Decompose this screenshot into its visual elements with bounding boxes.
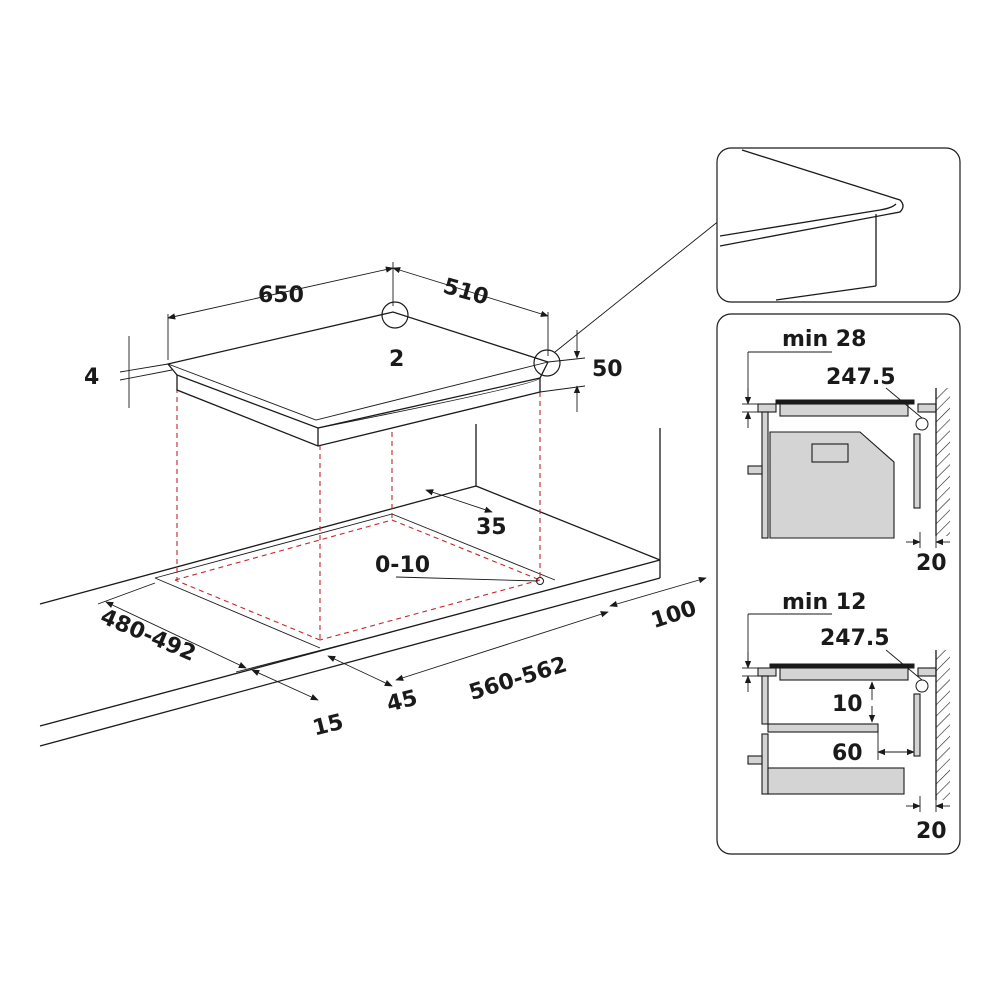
dim-glass-thickness: 4 [84, 365, 99, 390]
dim-cutout-width: 560-562 [466, 652, 570, 705]
section-drawer-below: min 12 247.5 10 60 20 [742, 590, 950, 844]
dim-hob-height: 50 [592, 357, 623, 382]
section-details-panel: min 28 247.5 20 [716, 313, 961, 855]
section-oven-below: min 28 247.5 20 [742, 327, 950, 576]
detail-leader [554, 219, 721, 353]
dimension-lines [97, 262, 707, 701]
dim-corner-radius: 2 [389, 347, 404, 372]
edge-detail-circle [533, 349, 561, 377]
projection-guides [176, 388, 541, 640]
dim-side-margin: 100 [648, 596, 699, 634]
section2-clearance-label: 60 [832, 741, 863, 766]
section2-min-label: min 12 [782, 590, 866, 615]
section1-wall-label: 20 [916, 551, 947, 576]
section2-gap-label: 10 [832, 692, 863, 717]
main-view: 650 510 2 4 50 35 0-10 480-492 560-562 1… [39, 219, 721, 747]
dim-width: 650 [258, 283, 304, 308]
section1-position-label: 247.5 [826, 365, 896, 390]
dim-rear-margin: 35 [476, 515, 507, 540]
section2-position-label: 247.5 [820, 626, 890, 651]
dim-front-margin-45: 45 [384, 686, 420, 718]
hob [166, 301, 561, 447]
section1-min-label: min 28 [782, 327, 866, 352]
dim-front-margin-15: 15 [310, 710, 346, 742]
dim-cutout-depth: 480-492 [97, 604, 200, 666]
worktop [39, 424, 661, 747]
dim-depth: 510 [440, 274, 491, 311]
edge-profile-detail [716, 147, 961, 303]
section2-wall-label: 20 [916, 819, 947, 844]
dim-tolerance: 0-10 [375, 553, 430, 578]
